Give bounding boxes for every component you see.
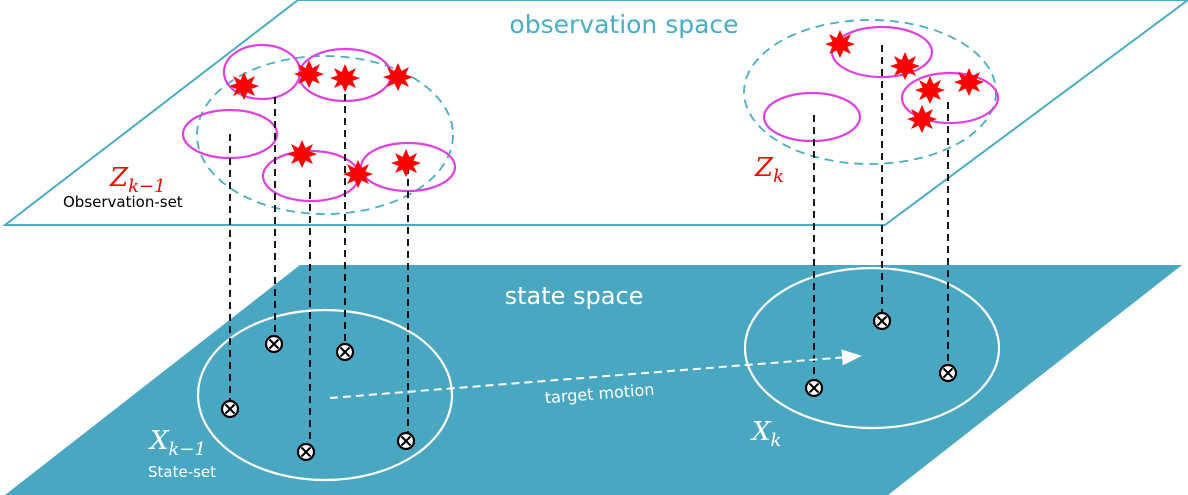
state-marker: [938, 363, 958, 383]
state-set-caption: State-set: [148, 463, 216, 481]
state-set-right-label: Xk: [750, 417, 781, 451]
state-set-left-subscript: k−1: [169, 439, 206, 460]
state-marker: [264, 334, 284, 354]
state-set-left-ellipse: [196, 308, 454, 482]
state-marker: [220, 399, 240, 419]
observation-set-right-label: Zk: [754, 153, 784, 187]
state-space-title: state space: [505, 282, 644, 310]
observation-space-title: observation space: [509, 10, 738, 39]
state-marker: [335, 342, 355, 362]
observation-set-left-symbol: Z: [109, 163, 129, 193]
measurement-ellipse: [900, 71, 1000, 125]
state-marker: [872, 311, 892, 331]
state-set-left-symbol: X: [148, 426, 170, 456]
observation-set-left-subscript: k−1: [128, 176, 165, 197]
state-marker: [396, 431, 416, 451]
target-motion-arrow: [329, 349, 862, 399]
state-marker: [804, 378, 824, 398]
observation-set-left-label: Zk−1: [109, 163, 166, 197]
state-marker: [296, 442, 316, 462]
observation-plane: [2, 0, 1188, 226]
observation-set-right-symbol: Z: [754, 153, 774, 183]
state-set-right-subscript: k: [771, 430, 782, 451]
state-set-left-label: Xk−1: [148, 426, 206, 460]
state-set-right-ellipse: [743, 266, 1001, 430]
observation-gate-left: [196, 55, 454, 215]
state-set-right-symbol: X: [750, 417, 772, 447]
observation-set-right-subscript: k: [773, 166, 784, 187]
measurement-ellipse: [762, 91, 862, 143]
observation-set-caption: Observation-set: [63, 193, 183, 211]
projection-lines: [229, 45, 949, 445]
